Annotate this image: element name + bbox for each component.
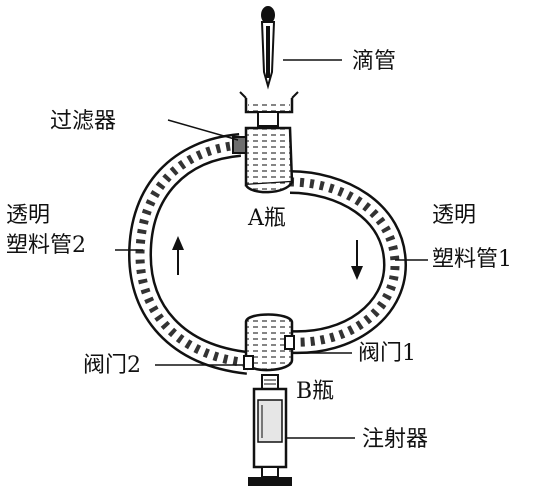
label-bottle-b: B瓶	[296, 379, 334, 404]
tube1-liquid	[289, 172, 405, 352]
label-tube1-line2: 塑料管1	[432, 247, 512, 272]
label-filter: 过滤器	[50, 109, 116, 134]
valve1	[284, 335, 295, 350]
valve2	[243, 355, 254, 370]
syringe	[248, 374, 292, 486]
arrow-up-icon	[172, 236, 184, 275]
label-tube1-line1: 透明	[432, 203, 476, 228]
label-tube2-line2: 塑料管2	[6, 233, 86, 258]
dropper	[260, 6, 276, 90]
label-valve2: 阀门2	[83, 353, 141, 378]
arrow-down-icon	[351, 240, 363, 280]
label-valve1: 阀门1	[358, 341, 416, 366]
label-tube2-line1: 透明	[6, 203, 50, 228]
label-syringe: 注射器	[362, 427, 428, 452]
label-dropper: 滴管	[352, 49, 396, 74]
label-bottle-a: A瓶	[247, 206, 286, 231]
leader-filter	[167, 119, 239, 141]
bottle-a	[244, 126, 294, 194]
filter	[232, 136, 247, 154]
top-cup	[239, 91, 299, 127]
